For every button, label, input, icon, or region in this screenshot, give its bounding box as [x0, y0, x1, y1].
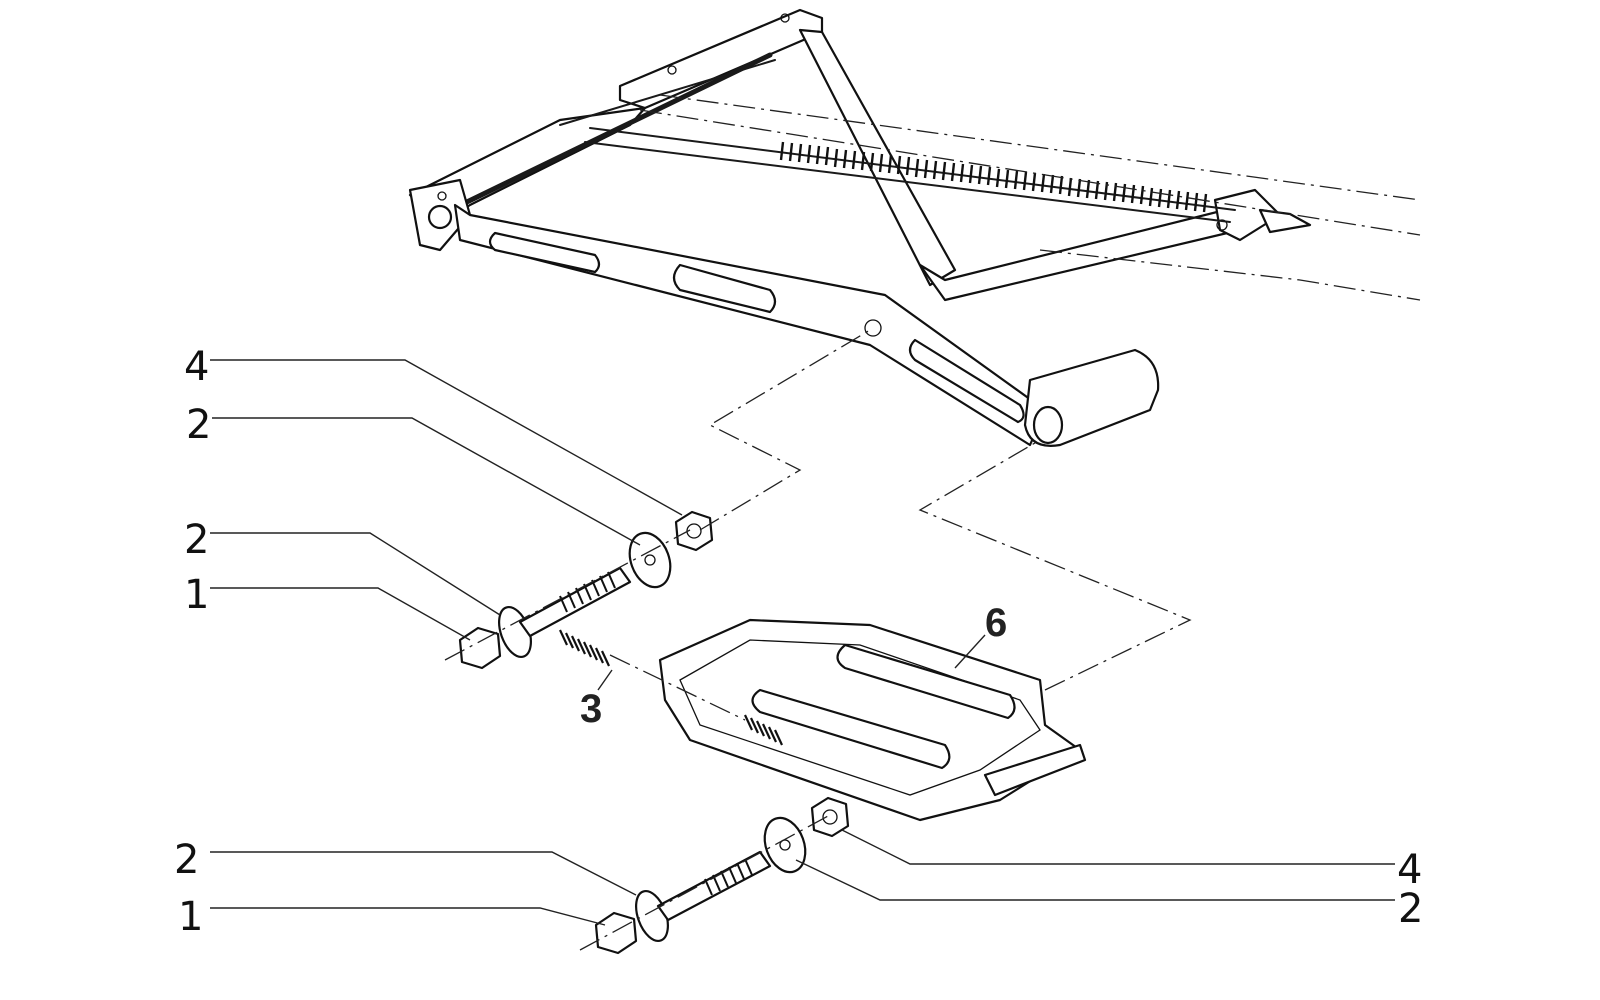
assembly-center-lines [444, 94, 1421, 951]
callout-upper-washer: 2 [186, 402, 211, 448]
scissor-jack-assembly [408, 8, 1312, 447]
leader-lines [210, 359, 1395, 926]
upper-bolt [458, 566, 632, 670]
foot-plate [658, 618, 1087, 822]
callout-spring: 3 [580, 687, 602, 731]
callout-foot-plate: 6 [985, 601, 1007, 645]
callout-lower-washer: 2 [1398, 886, 1423, 932]
callout-upper-bolt: 1 [184, 572, 209, 618]
upper-washer [628, 531, 672, 589]
callout-upper-nut: 4 [184, 344, 209, 390]
lower-bolt [594, 850, 772, 955]
spring [559, 629, 783, 746]
callout-lower-bolt-washer: 2 [174, 837, 199, 883]
callout-upper-bolt-washer: 2 [184, 517, 209, 563]
callout-lower-nut: 4 [1397, 847, 1422, 893]
lower-washer [763, 816, 807, 874]
upper-hex-nut [674, 510, 714, 552]
lower-hex-nut [810, 796, 850, 838]
callout-lower-bolt: 1 [178, 894, 203, 940]
